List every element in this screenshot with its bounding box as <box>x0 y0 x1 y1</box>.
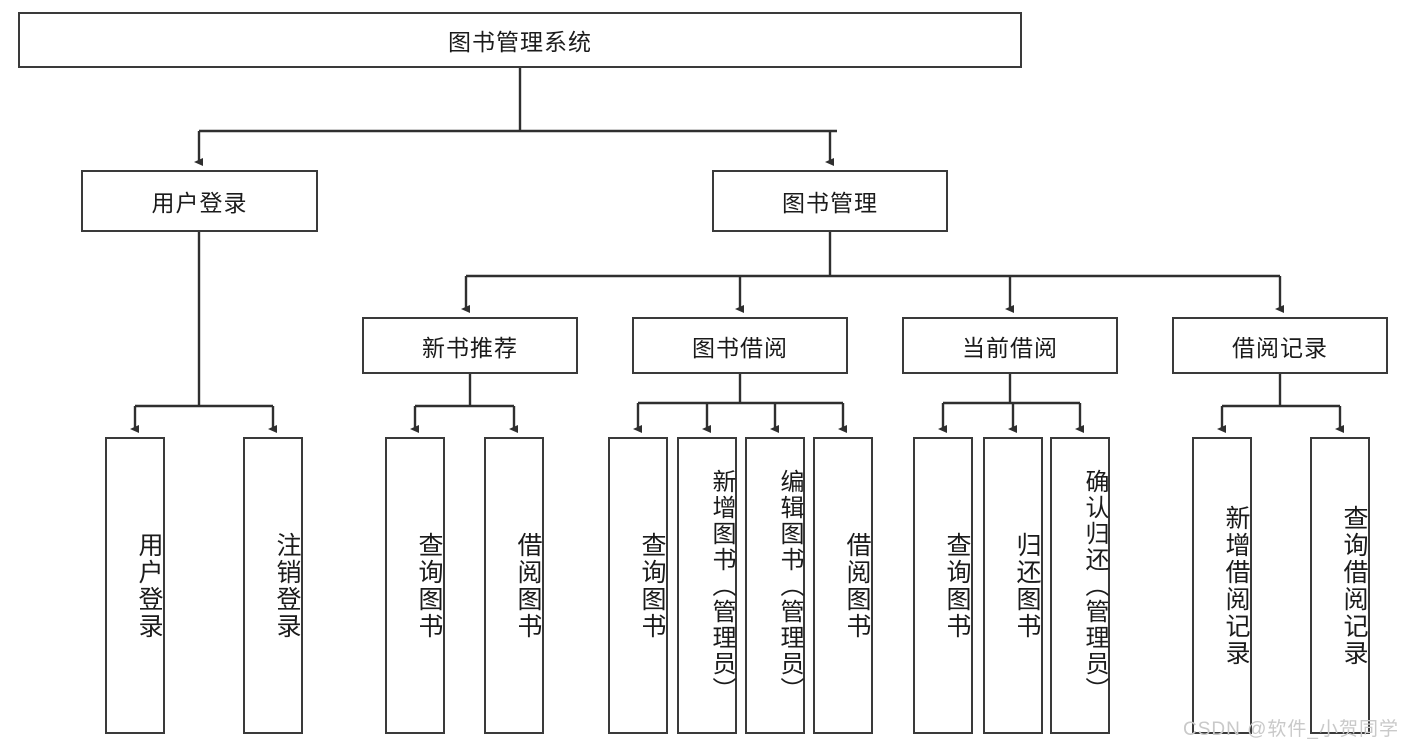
node-level3-new-book-recommend[interactable]: 新书推荐 <box>362 317 578 374</box>
node-leaf-query-book-recommend[interactable]: 查询图书 <box>385 437 445 734</box>
node-leaf-return-book[interactable]: 归还图书 <box>983 437 1043 734</box>
node-leaf-add-book-admin[interactable]: 新增图书（管理员） <box>677 437 737 734</box>
node-leaf-add-borrow-record[interactable]: 新增借阅记录 <box>1192 437 1252 734</box>
node-level3-borrow-record[interactable]: 借阅记录 <box>1172 317 1388 374</box>
node-level3-book-borrow[interactable]: 图书借阅 <box>632 317 848 374</box>
node-leaf-confirm-return-admin[interactable]: 确认归还（管理员） <box>1050 437 1110 734</box>
node-leaf-logout[interactable]: 注销登录 <box>243 437 303 734</box>
node-root[interactable]: 图书管理系统 <box>18 12 1022 68</box>
node-leaf-user-login[interactable]: 用户登录 <box>105 437 165 734</box>
node-level2-book-management[interactable]: 图书管理 <box>712 170 948 232</box>
node-level3-current-borrow[interactable]: 当前借阅 <box>902 317 1118 374</box>
node-leaf-borrow-book[interactable]: 借阅图书 <box>813 437 873 734</box>
node-leaf-query-borrow-record[interactable]: 查询借阅记录 <box>1310 437 1370 734</box>
node-level2-user-login[interactable]: 用户登录 <box>81 170 318 232</box>
node-leaf-edit-book-admin[interactable]: 编辑图书（管理员） <box>745 437 805 734</box>
node-leaf-borrow-book-recommend[interactable]: 借阅图书 <box>484 437 544 734</box>
node-leaf-query-book-borrow[interactable]: 查询图书 <box>608 437 668 734</box>
node-leaf-query-book-current[interactable]: 查询图书 <box>913 437 973 734</box>
